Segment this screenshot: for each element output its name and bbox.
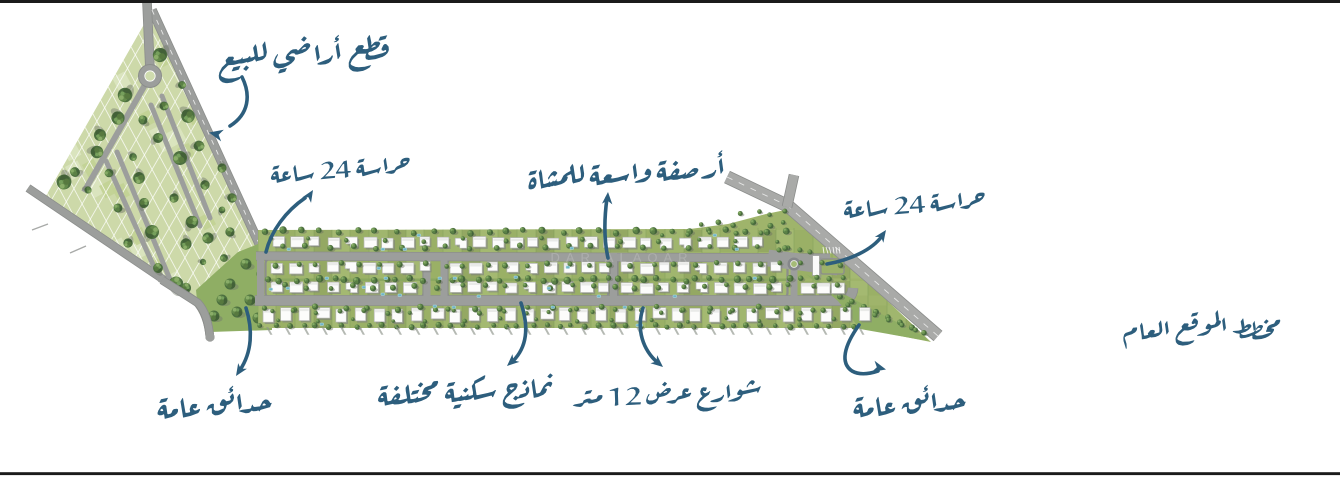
- svg-text:DAR ALAQAR: DAR ALAQAR: [550, 250, 693, 265]
